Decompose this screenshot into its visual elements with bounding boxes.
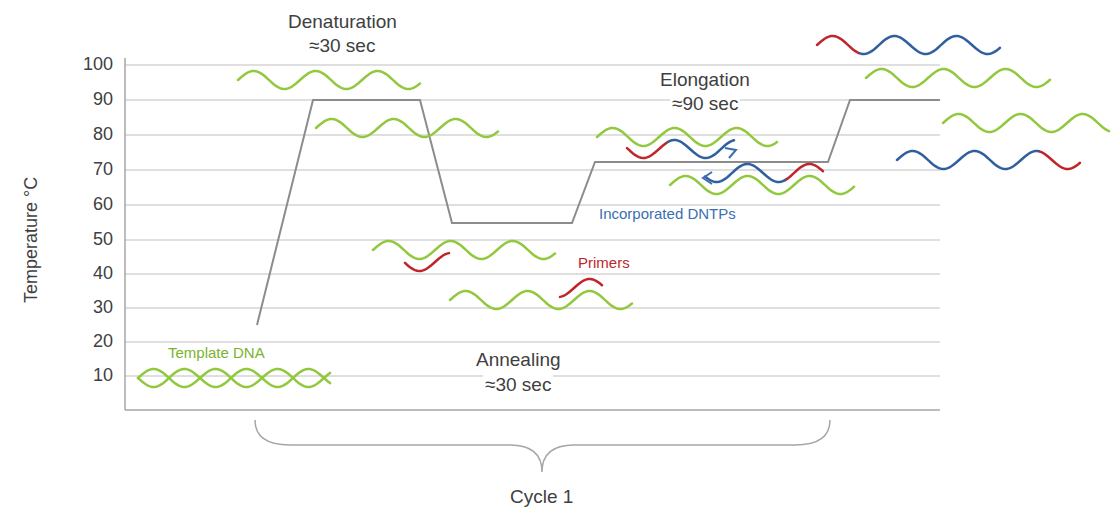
- dna-strand: [705, 164, 785, 182]
- cycle-bracket: [255, 420, 830, 472]
- tick-label: 10: [91, 366, 115, 386]
- tick-label: 80: [91, 125, 115, 145]
- tick-label: 30: [91, 298, 115, 318]
- dna-strand: [785, 164, 823, 180]
- cycle-label: Cycle 1: [508, 487, 575, 508]
- temperature-profile: [257, 100, 940, 325]
- dna-strands: [138, 36, 1109, 387]
- step-duration: ≈30 sec: [307, 36, 377, 57]
- dna-strand: [627, 143, 667, 159]
- tick-label: 20: [91, 332, 115, 352]
- axis-title: Temperature °C: [22, 175, 42, 305]
- dna-strand: [238, 71, 420, 89]
- step-duration: ≈90 sec: [670, 94, 740, 115]
- dna-strand: [943, 114, 1109, 132]
- step-name: Denaturation: [286, 12, 399, 33]
- dna-strand: [860, 36, 1000, 54]
- dna-strand: [1040, 152, 1080, 169]
- strand-label: Incorporated DNTPs: [597, 206, 738, 223]
- dna-strand: [138, 369, 330, 387]
- tick-label: 50: [91, 230, 115, 250]
- dna-strand: [670, 176, 854, 194]
- polymerase-arrows: [703, 148, 736, 184]
- dna-strand: [897, 151, 1039, 169]
- axes: [125, 58, 940, 410]
- step-name: Elongation: [658, 70, 752, 91]
- strand-label: Template DNA: [166, 345, 267, 362]
- grid-lines: [125, 65, 940, 376]
- step-duration: ≈30 sec: [483, 375, 553, 396]
- tick-label: 70: [91, 160, 115, 180]
- dna-strand: [316, 119, 498, 137]
- strand-label: Primers: [576, 255, 632, 272]
- tick-label: 90: [91, 90, 115, 110]
- step-name: Annealing: [474, 350, 563, 371]
- dna-strand: [450, 291, 632, 309]
- dna-strand: [866, 69, 1050, 87]
- dna-strand: [560, 279, 602, 297]
- dna-strand: [817, 36, 859, 53]
- tick-label: 40: [91, 264, 115, 284]
- dna-strand: [405, 253, 449, 271]
- dna-strand: [373, 241, 555, 259]
- dna-strand: [597, 128, 777, 146]
- dna-strand: [668, 140, 734, 158]
- dna-strand: [138, 369, 330, 387]
- tick-label: 100: [81, 55, 115, 75]
- tick-label: 60: [91, 195, 115, 215]
